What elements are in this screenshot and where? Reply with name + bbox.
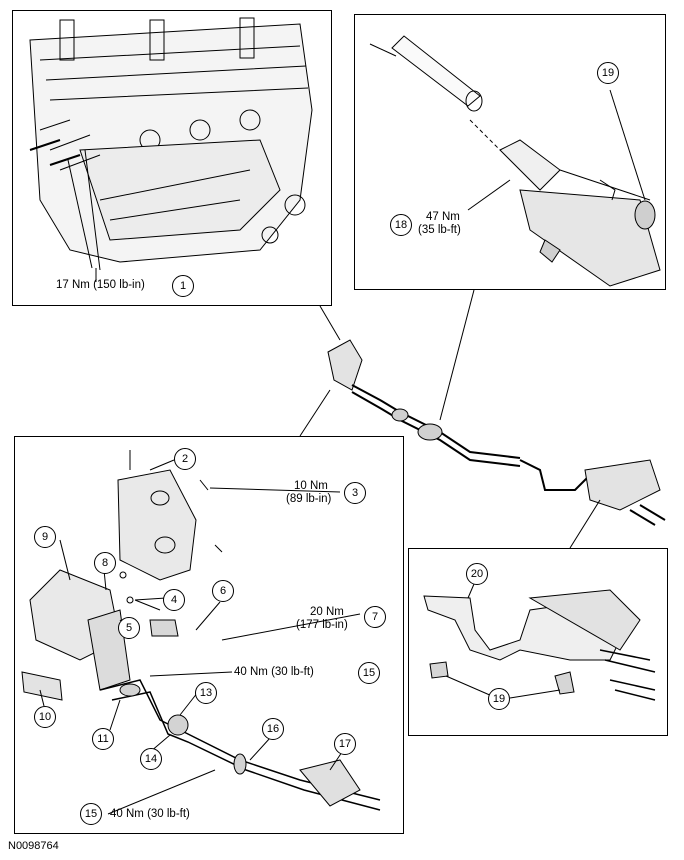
callout-19-lower: 19: [488, 688, 510, 710]
torque-spec-18-lbft: (35 lb-ft): [418, 224, 461, 236]
callout-8: 8: [94, 552, 116, 574]
torque-spec-18-nm: 47 Nm: [426, 211, 460, 223]
callout-2: 2: [174, 448, 196, 470]
callout-13: 14: [140, 748, 162, 770]
callout-9: 9: [34, 526, 56, 548]
torque-spec-3-nm: 10 Nm: [294, 480, 328, 492]
callout-15: 15: [80, 803, 102, 825]
callout-16: 16: [262, 718, 284, 740]
figure-id: N0098764: [8, 840, 59, 852]
torque-spec-7-nm: 20 Nm: [310, 606, 344, 618]
callout-1: 1: [172, 275, 194, 297]
callout-20: 20: [466, 563, 488, 585]
full-exhaust-drawing: [327, 339, 666, 526]
engine-block-drawing: [29, 17, 313, 271]
torque-spec-3-lbin: (89 lb-in): [286, 493, 332, 505]
rear-muffler-drawing: [423, 583, 656, 701]
torque-spec-15: 40 Nm (30 lb-ft): [110, 808, 190, 820]
torque-spec-1: 17 Nm (150 lb-in): [56, 279, 145, 291]
callout-6: 6: [212, 580, 234, 602]
torque-spec-14: 40 Nm (30 lb-ft): [234, 666, 314, 678]
callout-18: 18: [390, 214, 412, 236]
callout-12: 13: [195, 682, 217, 704]
callout-4: 4: [163, 589, 185, 611]
callout-11: 11: [92, 728, 114, 750]
torque-spec-7-lbin: (177 lb-in): [296, 619, 348, 631]
callout-5: 5: [118, 617, 140, 639]
manifold-drawing: [21, 450, 381, 811]
muffler-drawing: [369, 35, 661, 287]
callout-3: 3: [344, 482, 366, 504]
callout-10: 10: [34, 706, 56, 728]
callout-14: 15: [358, 662, 380, 684]
callout-19-upper: 19: [597, 62, 619, 84]
callout-17: 17: [334, 733, 356, 755]
callout-7: 7: [364, 606, 386, 628]
